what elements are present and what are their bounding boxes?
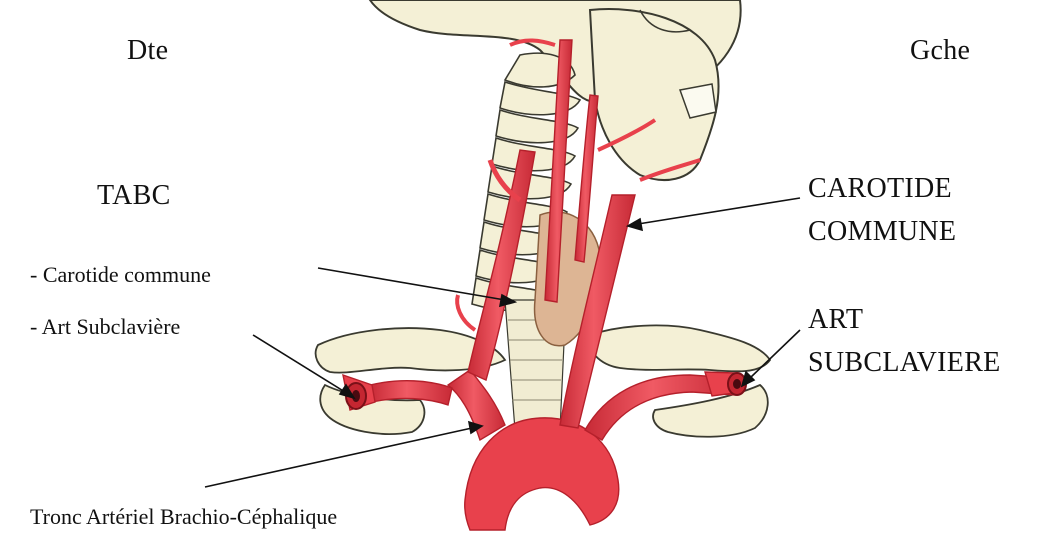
label-subclaviere-line-1: ART <box>808 304 864 335</box>
left-common-carotid <box>559 194 636 429</box>
side-label-left: Gche <box>910 35 971 66</box>
arteries <box>369 38 736 531</box>
tabc-heading: TABC <box>97 180 171 211</box>
left-clavicle <box>588 324 772 438</box>
label-subclaviere-line-2: SUBCLAVIERE <box>808 347 1001 378</box>
pointer-lines <box>204 197 801 488</box>
label-carotide-line-1: CAROTIDE <box>808 173 952 204</box>
vertebral-artery <box>544 39 573 303</box>
aortic-arch <box>464 417 620 531</box>
label-tronc-arteriel: Tronc Artériel Brachio-Céphalique <box>30 504 338 529</box>
tabc-item-subclaviere: - Art Subclavière <box>30 314 181 339</box>
cut-subclavian-left <box>704 371 747 397</box>
tooth <box>678 83 717 119</box>
side-label-right: Dte <box>127 35 169 66</box>
cut-subclavian-right <box>342 373 376 411</box>
label-carotide-line-2: COMMUNE <box>808 216 957 247</box>
right-common-carotid <box>467 149 536 381</box>
tabc-item-carotide: - Carotide commune <box>30 262 211 287</box>
